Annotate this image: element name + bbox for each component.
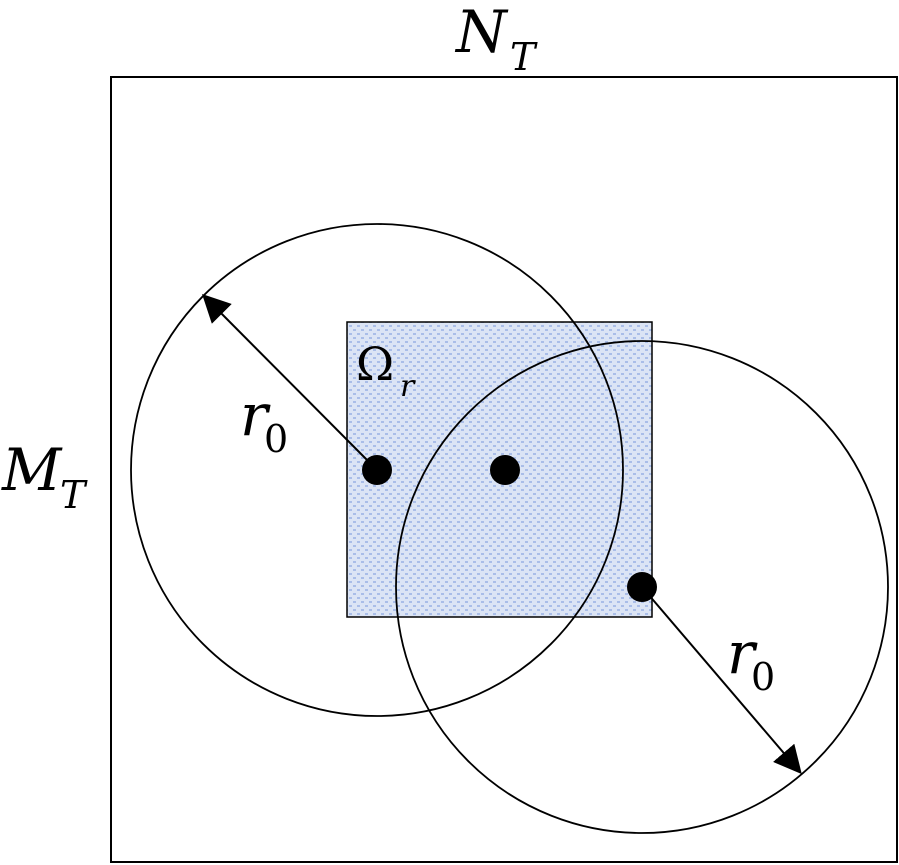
label-omega-r-sub: r [400,369,416,404]
point-center [490,455,520,485]
label-radius-right-main: r [727,619,758,687]
coverage-circle-left [130,223,624,717]
label-m-t-main: M [1,436,63,504]
label-radius-left-sub: 0 [264,417,288,461]
label-radius-left: r 0 [240,381,288,461]
outer-domain-square [110,76,898,863]
label-radius-right: r 0 [727,619,775,699]
label-radius-right-sub: 0 [751,655,775,699]
radius-arrow-left [202,294,378,471]
region-omega-r [346,321,653,618]
coverage-circle-right [395,340,889,834]
label-m-t-sub: T [60,473,88,517]
point-lower-right [627,572,657,602]
label-n-t-sub: T [510,35,538,79]
label-n-t: N T [454,0,538,79]
point-left [362,455,392,485]
label-radius-left-main: r [240,381,271,449]
radius-arrow-right [641,586,802,775]
label-omega-r: Ω r [356,337,416,404]
label-m-t: M T [1,436,88,517]
label-n-t-main: N [454,0,509,66]
label-omega-r-main: Ω [356,337,394,391]
